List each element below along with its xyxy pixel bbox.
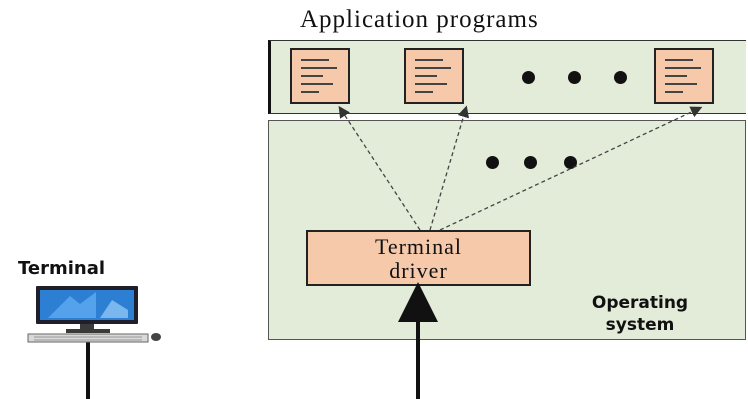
terminal-driver-label-line2: driver	[389, 258, 448, 283]
application-program-box[interactable]	[290, 48, 350, 104]
ellipsis-dot	[522, 71, 535, 84]
ellipsis-dot	[486, 156, 499, 169]
operating-system-label-line2: system	[605, 315, 675, 335]
application-program-box[interactable]	[654, 48, 714, 104]
ellipsis-dot	[564, 156, 577, 169]
terminal-label: Terminal	[18, 258, 106, 279]
ellipsis-dot	[568, 71, 581, 84]
application-program-box[interactable]	[404, 48, 464, 104]
operating-system-label: Operating system	[545, 292, 735, 336]
terminal-driver-box[interactable]: Terminal driver	[306, 230, 531, 286]
dashed-arrow-to-program-2	[429, 105, 470, 231]
desktop-computer-icon[interactable]	[27, 286, 161, 343]
operating-system-label-line1: Operating	[591, 293, 689, 313]
terminal-driver-label-line1: Terminal	[374, 234, 463, 259]
dashed-arrow-to-program-1	[338, 105, 421, 231]
ellipsis-dot	[614, 71, 627, 84]
ellipsis-dot	[524, 156, 537, 169]
application-programs-title: Application programs	[300, 6, 539, 33]
dashed-arrow-to-program-n	[439, 106, 703, 231]
